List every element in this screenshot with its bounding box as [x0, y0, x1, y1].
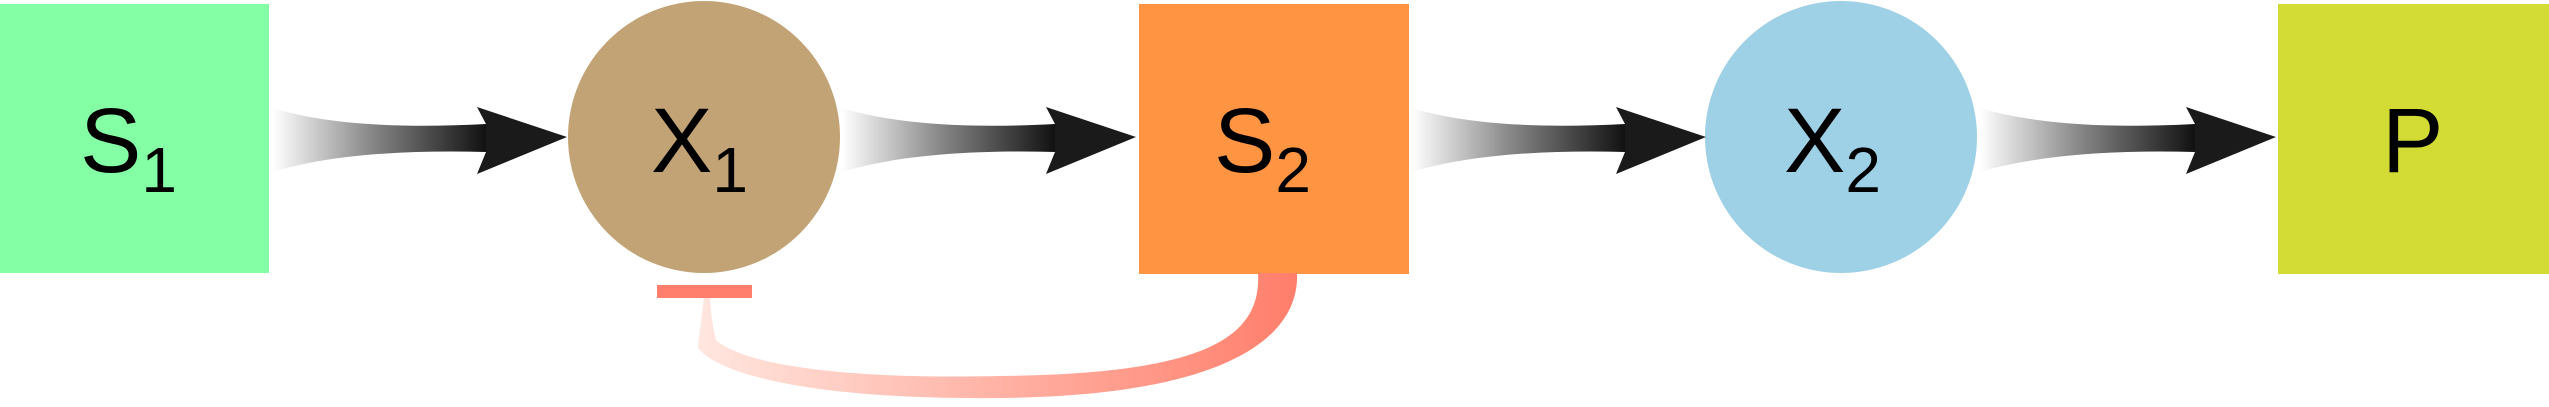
- node-s1-label-main: S: [80, 90, 141, 192]
- node-s2-label-main: S: [1214, 90, 1275, 192]
- node-x2-shape: [1705, 1, 1977, 273]
- arrow-s2-x2: [1412, 107, 1706, 174]
- node-s2-shape: [1139, 4, 1409, 274]
- arrow-x1-s2-head: [1046, 107, 1136, 174]
- node-s1-label-sub: 1: [141, 134, 177, 206]
- arrow-x2-p-shaft: [1980, 108, 2195, 172]
- inhibition-s2-x1: [657, 273, 1298, 399]
- node-s2: S2: [1139, 4, 1409, 274]
- arrow-x2-p-head: [2186, 107, 2276, 174]
- node-s2-label-sub: 2: [1275, 134, 1311, 206]
- node-x2-label-main: X: [1784, 90, 1845, 192]
- arrow-x1-s2: [842, 107, 1136, 174]
- arrow-x2-p: [1980, 107, 2276, 174]
- inhibition-curve: [698, 273, 1298, 399]
- arrow-x1-s2-shaft: [842, 108, 1055, 172]
- node-x1-label: X1: [651, 90, 748, 206]
- node-s1: S1: [0, 4, 269, 273]
- node-x1-label-main: X: [651, 90, 712, 192]
- arrow-s2-x2-head: [1616, 107, 1706, 174]
- node-x2: X2: [1705, 1, 1977, 273]
- node-p: P: [2278, 4, 2549, 274]
- arrow-s2-x2-shaft: [1412, 108, 1625, 172]
- arrow-s1-x1: [273, 107, 567, 174]
- node-p-shape: [2278, 4, 2549, 274]
- inhibition-bar: [657, 285, 752, 298]
- node-x1: X1: [568, 1, 840, 273]
- node-p-label: P: [2382, 90, 2443, 192]
- node-x1-label-sub: 1: [712, 134, 748, 206]
- node-s1-label: S1: [80, 90, 177, 206]
- node-p-label-main: P: [2382, 90, 2443, 192]
- arrow-s1-x1-head: [477, 107, 567, 174]
- node-x1-shape: [568, 1, 840, 273]
- node-x2-label: X2: [1784, 90, 1881, 206]
- node-s2-label: S2: [1214, 90, 1311, 206]
- node-s1-shape: [0, 4, 269, 273]
- arrow-s1-x1-shaft: [273, 108, 486, 172]
- node-x2-label-sub: 2: [1845, 134, 1881, 206]
